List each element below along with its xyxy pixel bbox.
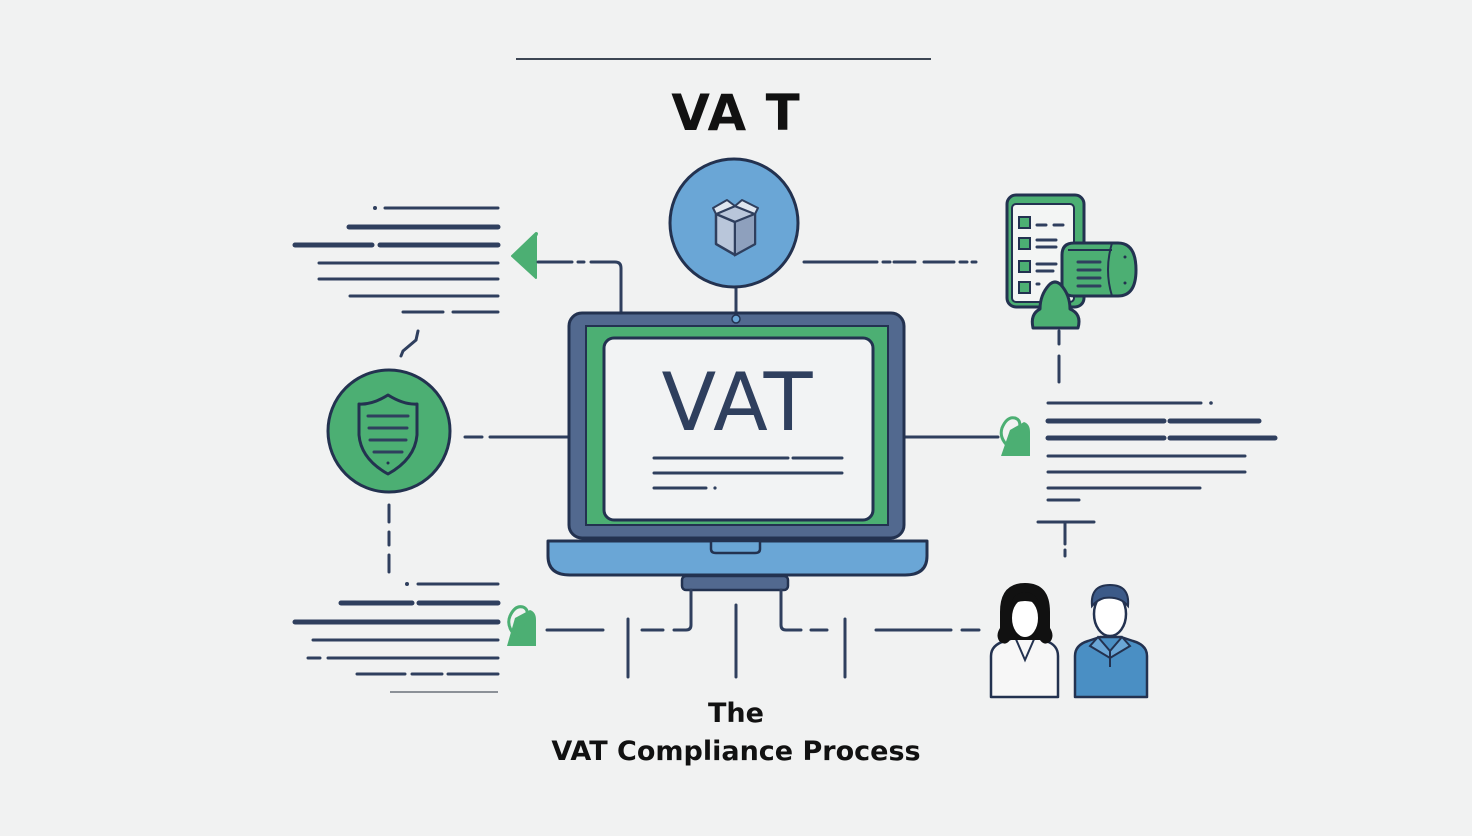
text-block-right xyxy=(1036,401,1278,558)
connector-arrow-laptop xyxy=(536,260,623,314)
arrow-left-icon xyxy=(511,232,538,279)
package-box-icon xyxy=(668,157,800,316)
shield-icon xyxy=(326,368,452,574)
tag-icon-right xyxy=(999,416,1030,456)
laptop-icon xyxy=(463,311,1000,592)
text-block-bottom-left xyxy=(292,582,501,693)
caption-line-1: The xyxy=(708,698,764,729)
checklist-document-icon xyxy=(1005,193,1138,384)
people-icon xyxy=(989,583,1149,699)
bottom-connectors xyxy=(545,588,981,679)
text-block-top-left xyxy=(292,206,501,358)
tag-icon xyxy=(507,605,536,646)
page-title: VA T xyxy=(671,84,801,142)
caption-line-2: VAT Compliance Process xyxy=(551,736,921,767)
laptop-screen-label: VAT xyxy=(661,356,815,449)
